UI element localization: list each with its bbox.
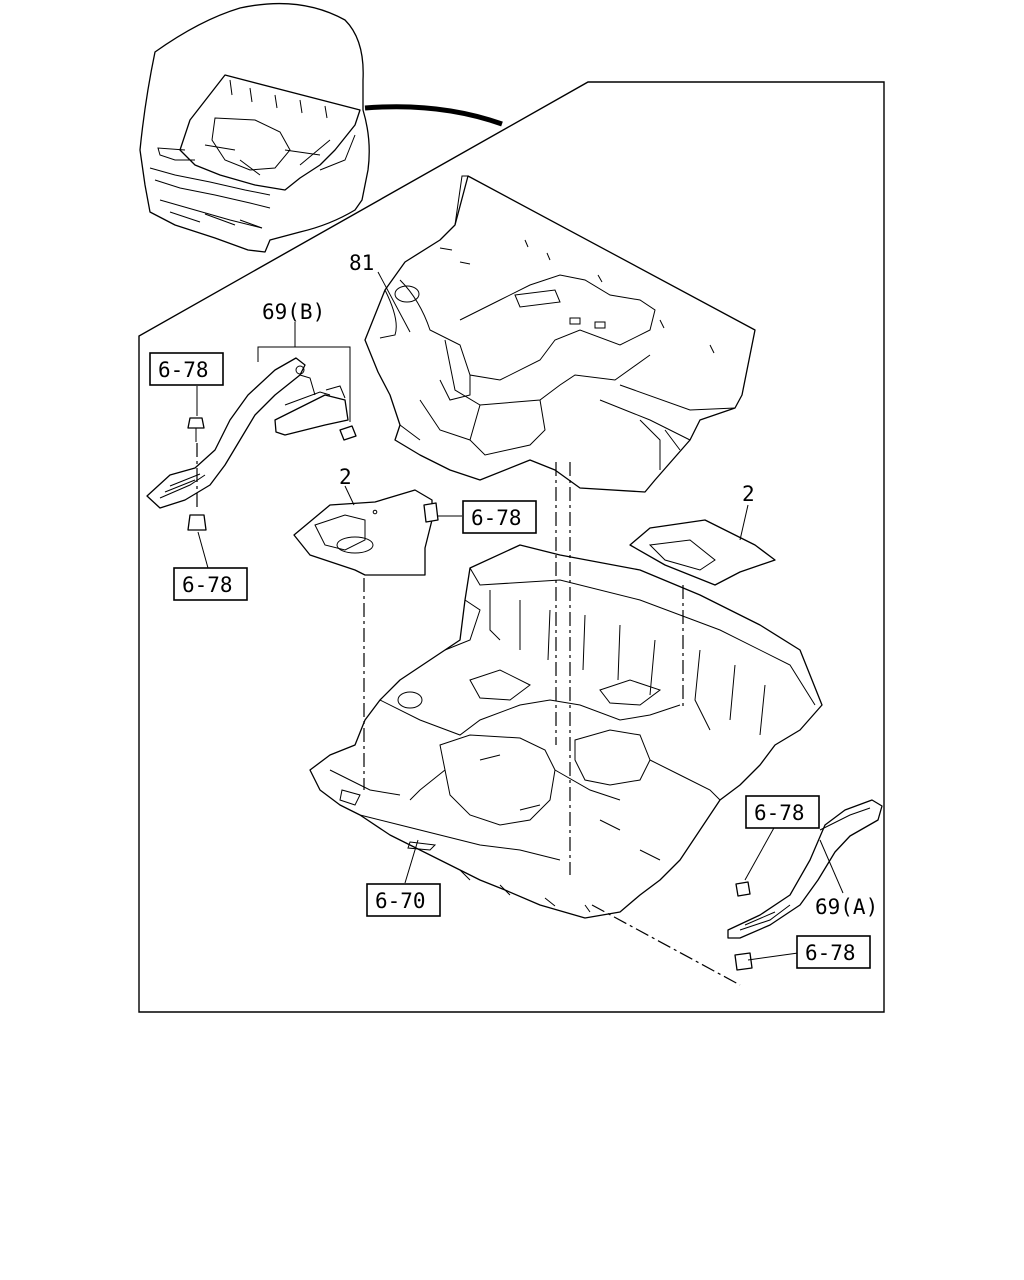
- cab-overview-inset: [139, 2, 370, 253]
- label-2-right: 2: [742, 482, 755, 506]
- floor-insulator-81: [364, 175, 756, 493]
- label-2-left: 2: [339, 465, 352, 489]
- label-81: 81: [349, 251, 374, 275]
- ref-box-6-78-right-lower: 6-78: [796, 935, 871, 969]
- ref-box-6-78-lower-left: 6-78: [173, 567, 248, 601]
- side-step-69a: [727, 799, 883, 939]
- ref-box-6-70: 6-70: [366, 883, 441, 917]
- leader-6-78-b: [197, 531, 209, 569]
- svg-text:6-78: 6-78: [471, 506, 522, 530]
- main-floor-panel: [309, 544, 823, 919]
- screw-69a-top: [735, 881, 751, 897]
- side-step-69b: [146, 357, 349, 509]
- insulator-sheet-2-left: [293, 489, 433, 576]
- svg-text:6-78: 6-78: [805, 941, 856, 965]
- leader-81: [377, 271, 411, 333]
- ref-box-6-78-center: 6-78: [462, 500, 537, 534]
- ref-box-6-78-right-upper: 6-78: [745, 795, 820, 829]
- alignment-line-69a: [591, 904, 741, 986]
- leader-6-78-d: [744, 825, 776, 881]
- insulator-sheet-2-right: [629, 519, 776, 586]
- svg-text:6-78: 6-78: [182, 573, 233, 597]
- leader-6-70: [404, 839, 419, 884]
- clip-part-2-left: [423, 502, 439, 523]
- leader-2-left: [344, 485, 355, 506]
- svg-text:6-78: 6-78: [754, 801, 805, 825]
- svg-text:6-70: 6-70: [375, 889, 426, 913]
- leader-69b-bracket: [257, 322, 351, 422]
- svg-text:6-78: 6-78: [158, 358, 209, 382]
- label-69a: 69(A): [815, 895, 878, 919]
- ref-box-6-78-upper-left: 6-78: [149, 352, 224, 386]
- clip-69a-bottom: [734, 952, 753, 971]
- inset-pointer-arrow: [364, 104, 503, 127]
- leader-6-78-e: [747, 952, 799, 961]
- bolt-69b-right: [339, 425, 357, 441]
- label-69b: 69(B): [262, 300, 325, 324]
- screw-69b-top: [187, 417, 205, 442]
- diagram-frame: [138, 81, 885, 1013]
- leader-69a: [819, 839, 844, 894]
- leader-2-right: [739, 504, 749, 541]
- clip-69b-bottom: [187, 514, 207, 531]
